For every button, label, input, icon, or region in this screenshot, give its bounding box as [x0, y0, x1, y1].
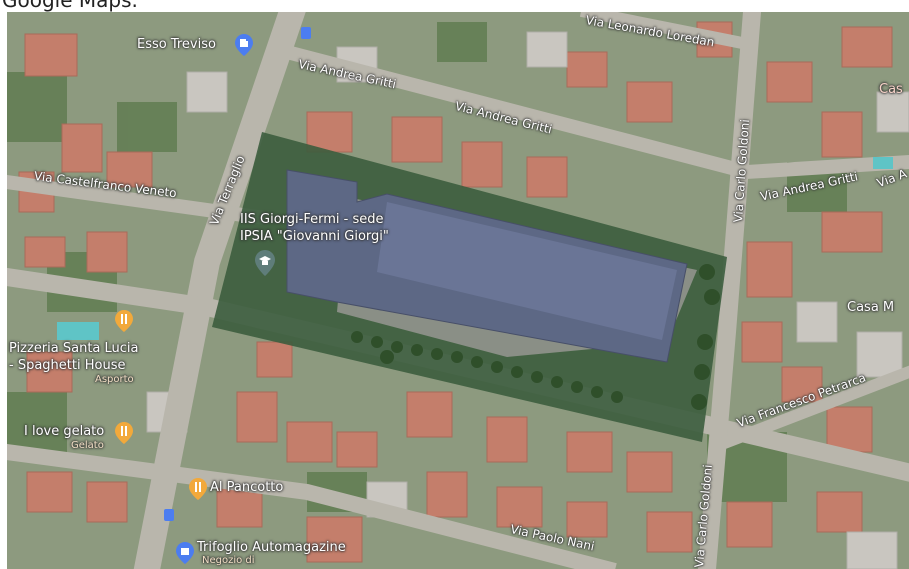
- place-label-cas[interactable]: Cas: [879, 82, 903, 97]
- place-label-trifoglio-automagazine[interactable]: Trifoglio Automagazine: [197, 540, 346, 555]
- place-label-iis-giorgi-fermi[interactable]: IIS Giorgi-Fermi - sede: [240, 212, 384, 227]
- place-label-esso-treviso[interactable]: Esso Treviso: [137, 37, 216, 52]
- place-sublabel-negozio: Negozio di: [202, 555, 255, 566]
- place-label-casa-m[interactable]: Casa M: [847, 300, 895, 315]
- shopping-icon[interactable]: [176, 542, 194, 564]
- place-label-i-love-gelato[interactable]: I love gelato: [24, 424, 105, 439]
- place-label-al-pancotto[interactable]: Al Pancotto: [210, 480, 284, 495]
- place-sublabel-gelato: Gelato: [71, 440, 104, 451]
- bus-stop-icon[interactable]: [164, 509, 174, 521]
- place-label-spaghetti-house[interactable]: - Spaghetti House: [9, 358, 126, 373]
- satellite-map[interactable]: Via Leonardo Loredan Via Andrea Gritti V…: [7, 12, 909, 569]
- restaurant-icon[interactable]: [189, 478, 207, 500]
- fuel-icon[interactable]: [235, 34, 253, 56]
- satellite-imagery: [7, 12, 909, 569]
- place-sublabel-asporto: Asporto: [95, 374, 134, 385]
- bus-stop-icon[interactable]: [301, 27, 311, 39]
- restaurant-icon[interactable]: [115, 310, 133, 332]
- header-title: Google Maps.: [2, 0, 138, 12]
- page-header: Google Maps.: [0, 0, 909, 12]
- place-label-ipsia-giovanni-giorgi[interactable]: IPSIA "Giovanni Giorgi": [240, 229, 389, 244]
- restaurant-icon[interactable]: [115, 422, 133, 444]
- place-label-pizzeria-santa-lucia[interactable]: Pizzeria Santa Lucia: [9, 341, 139, 356]
- school-icon[interactable]: [255, 250, 275, 276]
